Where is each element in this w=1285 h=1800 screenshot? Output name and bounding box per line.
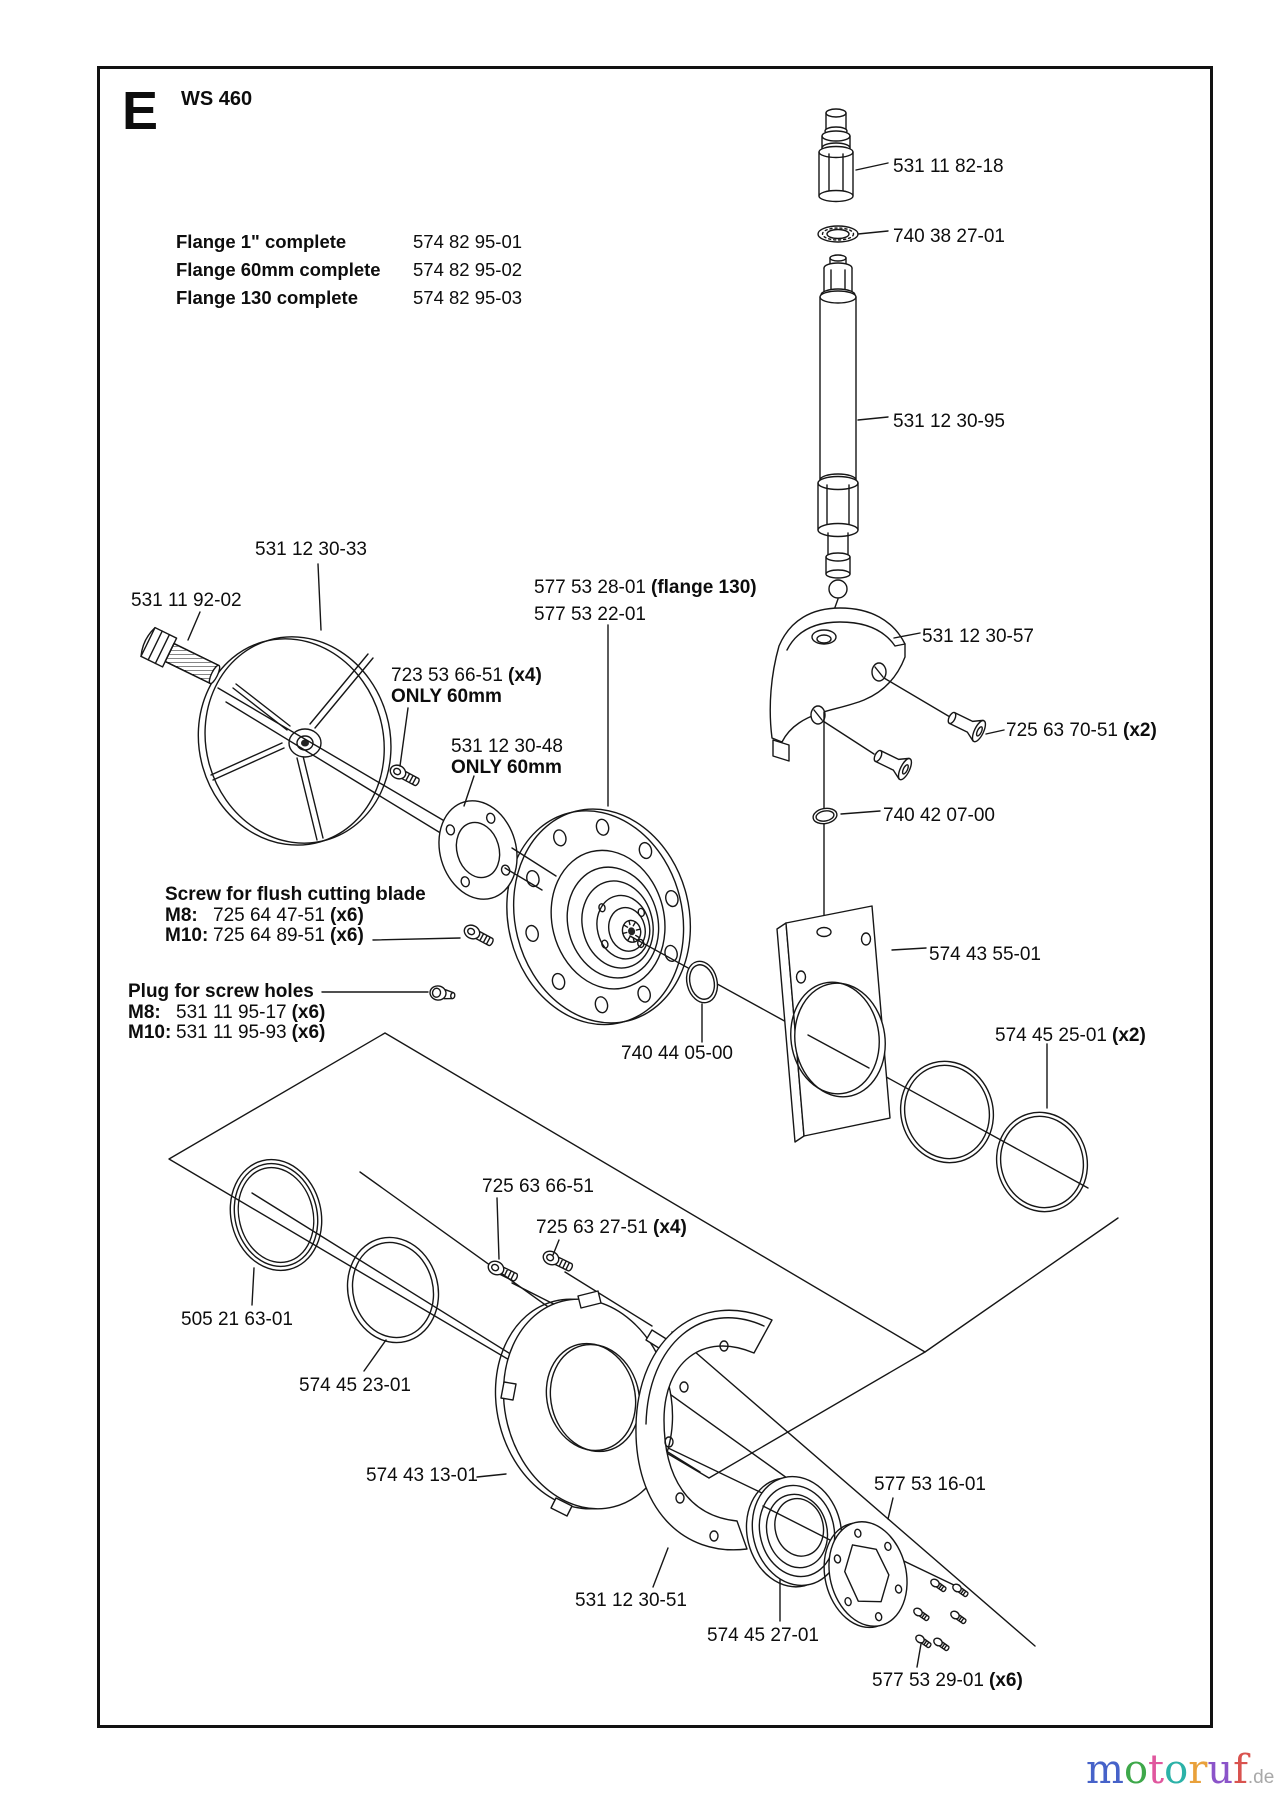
table-row: Flange 1" complete 574 82 95-01 <box>176 228 522 256</box>
callout-ring-4523: 574 45 23-01 <box>299 1375 411 1396</box>
callout-crescent: 531 12 30-51 <box>575 1590 687 1611</box>
part-orings-large <box>899 1060 1089 1213</box>
note-row: M10:725 64 89-51(x6) <box>165 925 364 946</box>
note-row: M10:531 11 95-93(x6) <box>128 1022 326 1043</box>
section-letter: E <box>122 81 159 141</box>
flange-label: Flange 1" complete <box>176 231 347 252</box>
callout-ring-505: 505 21 63-01 <box>181 1309 293 1330</box>
note-row: M8:725 64 47-51(x6) <box>165 904 364 926</box>
flange-label: Flange 130 complete <box>176 287 358 308</box>
part-gasket-plate <box>823 1521 908 1629</box>
part-spindle <box>817 254 859 633</box>
callout-bearing-ring: 574 45 27-01 <box>707 1625 819 1646</box>
flange-label: Flange 60mm complete <box>176 259 381 280</box>
callout-spindle: 531 12 30-95 <box>893 411 1005 432</box>
axis-stubs-ring <box>504 847 557 891</box>
callout-gasket: 577 53 16-01 <box>874 1474 986 1495</box>
callout-oring-small: 740 42 07-00 <box>883 805 995 826</box>
table-row: Flange 130 complete 574 82 95-03 <box>176 284 522 312</box>
part-backing-plate <box>776 905 891 1143</box>
callout-screw-6651: 725 63 66-51 <box>482 1176 594 1197</box>
part-hex-bolt <box>140 626 221 685</box>
watermark-suffix: .de <box>1247 1767 1275 1788</box>
callout-screws-60mm: 723 53 66-51(x4) ONLY 60mm <box>391 665 542 707</box>
callout-washer-top: 740 38 27-01 <box>893 226 1005 247</box>
table-row: Flange 60mm complete 574 82 95-02 <box>176 256 522 284</box>
part-blade-flange <box>506 808 692 1026</box>
part-guard-disc <box>197 636 392 846</box>
part-clamp-screws <box>822 677 989 783</box>
model-title: WS 460 <box>181 88 253 110</box>
flush-screw-note: Screw for flush cutting blade M8:725 64 … <box>165 884 426 946</box>
flange-table: Flange 1" complete 574 82 95-01 Flange 6… <box>176 228 522 312</box>
axis-stub-plate-hole <box>807 1034 870 1069</box>
part-ring-505 <box>229 1158 323 1272</box>
note-row: M8:531 11 95-17(x6) <box>128 1001 326 1023</box>
part-washer-top <box>817 225 859 243</box>
callout-ring-60mm: 531 12 30-48 ONLY 60mm <box>451 736 563 778</box>
callout-hex-bolt: 531 11 92-02 <box>131 590 242 611</box>
part-oring-small <box>812 807 838 825</box>
part-adapter-ring-60mm <box>438 800 518 900</box>
flange-part-number: 574 82 95-01 <box>413 231 523 252</box>
watermark: motoruf.de <box>1086 1750 1274 1790</box>
part-bearing-ring <box>745 1475 843 1588</box>
callout-guard-disc: 531 12 30-33 <box>255 539 367 560</box>
callout-flange-130: 577 53 28-01(flange 130) 577 53 22-01 <box>534 577 757 625</box>
plug-note: Plug for screw holes M8:531 11 95-17(x6)… <box>128 981 326 1043</box>
flange-part-number: 574 82 95-02 <box>413 259 523 280</box>
leader-lines <box>187 162 1048 1668</box>
part-ring-4523 <box>346 1236 440 1344</box>
part-bleed-screw <box>818 108 854 203</box>
callout-bleed-screw: 531 11 82-18 <box>893 156 1004 177</box>
watermark-word: motoruf <box>1086 1747 1248 1793</box>
callout-orings-large: 574 45 25-01(x2) <box>995 1025 1146 1046</box>
axis-lines-left <box>217 687 471 841</box>
callout-clamp: 531 12 30-57 <box>922 626 1034 647</box>
callout-screws-2751: 725 63 27-51(x4) <box>536 1217 687 1238</box>
part-oring-mid <box>685 960 719 1004</box>
flange-part-number: 574 82 95-03 <box>413 287 523 308</box>
part-guard-ring-plate <box>494 1290 674 1517</box>
page-border <box>97 66 1213 1728</box>
callout-oring-mid: 740 44 05-00 <box>621 1043 733 1064</box>
callout-guard-plate: 574 43 13-01 <box>366 1465 478 1486</box>
part-crescent-guard <box>635 1309 773 1551</box>
part-clamp-bracket <box>769 607 906 762</box>
callout-backing-plate: 574 43 55-01 <box>929 944 1041 965</box>
callout-clamp-screws: 725 63 70-51(x2) <box>1006 720 1157 741</box>
callout-gasket-screws: 577 53 29-01(x6) <box>872 1670 1023 1691</box>
